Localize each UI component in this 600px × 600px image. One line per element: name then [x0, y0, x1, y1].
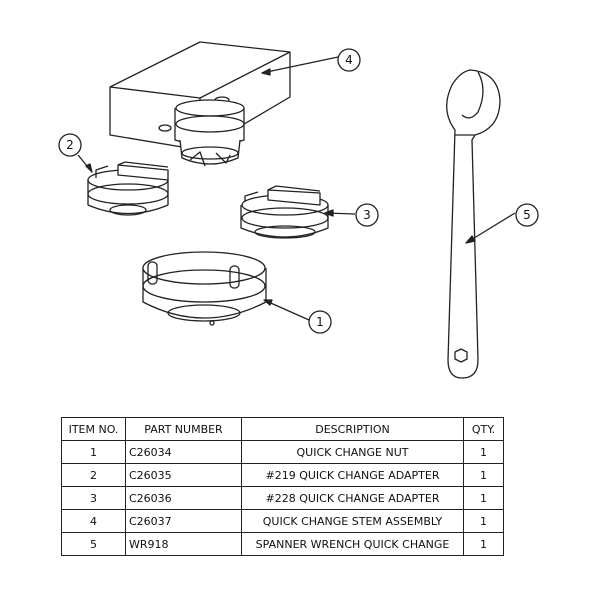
- cell-item-no: 4: [61, 509, 126, 533]
- header-item-no: ITEM NO.: [61, 417, 126, 441]
- cell-qty: 1: [463, 486, 504, 510]
- adapter-228-part: [240, 185, 329, 239]
- callout-number-1: 1: [316, 315, 324, 329]
- header-part-number: PART NUMBER: [125, 417, 242, 441]
- leader-line-1: [263, 299, 310, 321]
- callout-balloon-2: [58, 133, 82, 157]
- callout-balloon-5: [515, 203, 539, 227]
- spanner-wrench-part: [446, 69, 501, 379]
- cell-qty: 1: [463, 463, 504, 487]
- callout-balloon-1: [308, 310, 332, 334]
- bill-of-materials-table: ITEM NO. PART NUMBER DESCRIPTION QTY. 1 …: [61, 417, 504, 556]
- callout-number-2: 2: [66, 138, 74, 152]
- callout-number-5: 5: [523, 208, 531, 222]
- cell-part-number: C26034: [125, 440, 242, 464]
- cell-part-number: C26037: [125, 509, 242, 533]
- cell-part-number: WR918: [125, 532, 242, 556]
- cell-description: SPANNER WRENCH QUICK CHANGE: [241, 532, 464, 556]
- cell-qty: 1: [463, 509, 504, 533]
- header-description: DESCRIPTION: [241, 417, 464, 441]
- cell-description: #219 QUICK CHANGE ADAPTER: [241, 463, 464, 487]
- table-header-row: ITEM NO. PART NUMBER DESCRIPTION QTY.: [61, 417, 504, 441]
- header-qty: QTY.: [463, 417, 504, 441]
- table-row: 3 C26036 #228 QUICK CHANGE ADAPTER 1: [61, 486, 504, 510]
- table-row: 4 C26037 QUICK CHANGE STEM ASSEMBLY 1: [61, 509, 504, 533]
- cell-description: QUICK CHANGE NUT: [241, 440, 464, 464]
- callout-balloon-3: [355, 203, 379, 227]
- table-row: 5 WR918 SPANNER WRENCH QUICK CHANGE 1: [61, 532, 504, 556]
- quick-change-nut-part: [142, 251, 267, 326]
- leader-line-5: [465, 212, 516, 244]
- callout-balloon-4: [337, 48, 361, 72]
- cell-item-no: 5: [61, 532, 126, 556]
- callout-number-4: 4: [345, 53, 353, 67]
- table-row: 1 C26034 QUICK CHANGE NUT 1: [61, 440, 504, 464]
- adapter-219-part: [87, 161, 169, 216]
- cell-qty: 1: [463, 440, 504, 464]
- cell-description: #228 QUICK CHANGE ADAPTER: [241, 486, 464, 510]
- cell-description: QUICK CHANGE STEM ASSEMBLY: [241, 509, 464, 533]
- cell-item-no: 2: [61, 463, 126, 487]
- leader-line-4: [261, 56, 339, 74]
- stem-assembly-part: [109, 41, 291, 167]
- assembly-drawing: 4 2 3 1 5: [58, 41, 539, 379]
- cell-part-number: C26035: [125, 463, 242, 487]
- cell-item-no: 3: [61, 486, 126, 510]
- table-row: 2 C26035 #219 QUICK CHANGE ADAPTER 1: [61, 463, 504, 487]
- callout-number-3: 3: [363, 208, 371, 222]
- cell-part-number: C26036: [125, 486, 242, 510]
- cell-qty: 1: [463, 532, 504, 556]
- cell-item-no: 1: [61, 440, 126, 464]
